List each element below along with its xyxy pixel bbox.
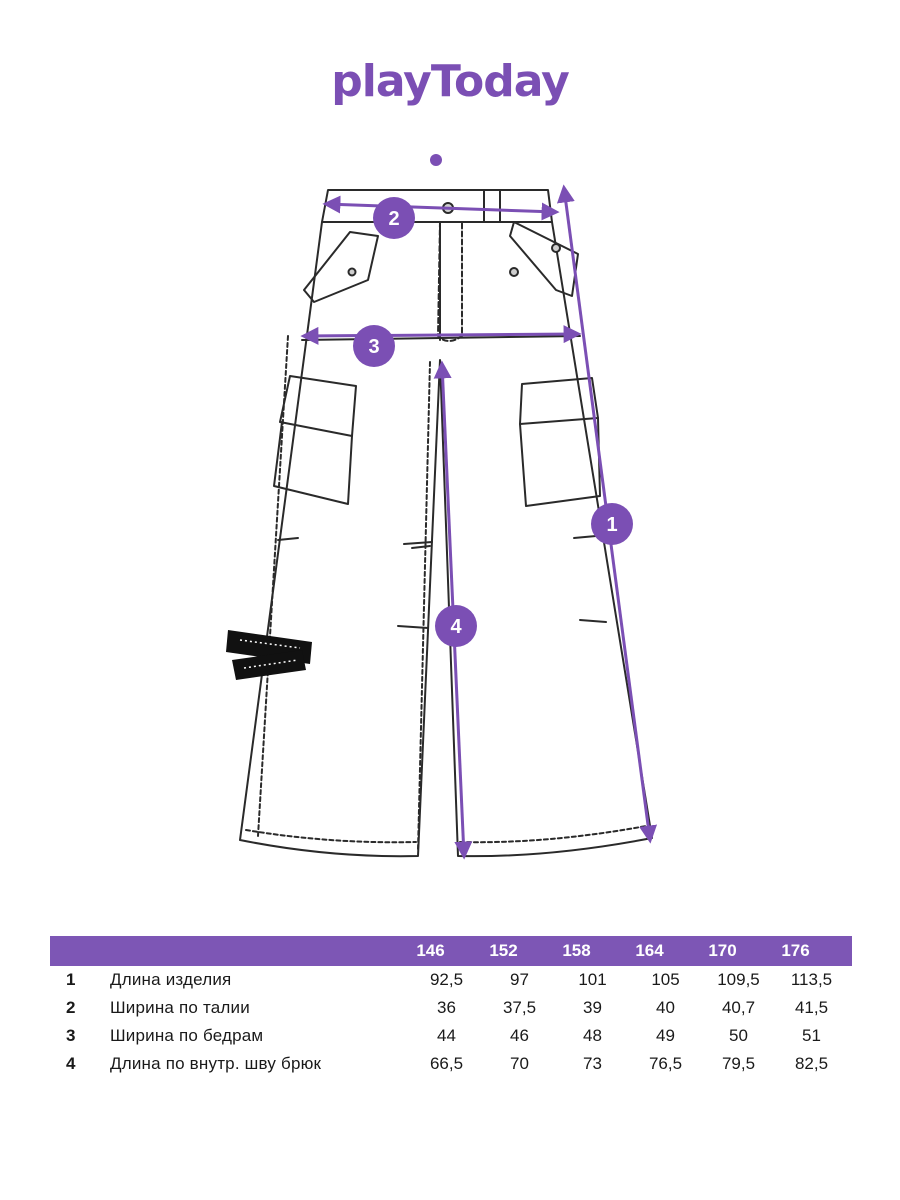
row-value: 66,5 [429, 1054, 464, 1073]
row-value: 79,5 [721, 1054, 756, 1073]
row-value: 41,5 [794, 998, 829, 1017]
table-row: 3 Ширина по бедрам 44 46 48 49 50 51 [50, 1022, 852, 1050]
row-value: 36 [437, 998, 456, 1017]
pants-outline [239, 189, 653, 858]
row-value: 39 [583, 998, 602, 1017]
row-value: 37,5 [502, 998, 537, 1017]
row-value: 97 [510, 970, 529, 989]
row-value: 82,5 [794, 1054, 829, 1073]
brand-logo-dot [430, 154, 442, 166]
row-value: 105 [651, 970, 680, 989]
row-value: 70 [510, 1054, 529, 1073]
row-value: 113,5 [790, 970, 833, 989]
row-value: 76,5 [648, 1054, 683, 1073]
row-name: Длина по внутр. шву брюк [110, 1054, 322, 1073]
measurement-markers: 1 2 3 4 [353, 197, 633, 647]
row-number: 4 [66, 1054, 76, 1073]
size-table: 146 152 158 164 170 176 1 Длина изделия … [50, 936, 852, 1078]
row-value: 49 [656, 1026, 675, 1045]
marker-4-label: 4 [450, 616, 462, 638]
row-value: 46 [510, 1026, 529, 1045]
marker-2: 2 [373, 197, 415, 239]
row-value: 73 [583, 1054, 602, 1073]
row-value: 40 [656, 998, 675, 1017]
patch-graphic [226, 630, 312, 680]
marker-2-label: 2 [388, 208, 399, 230]
marker-1-label: 1 [606, 514, 617, 536]
size-table-header: 146 152 158 164 170 176 [50, 936, 852, 966]
marker-4: 4 [435, 605, 477, 647]
marker-3: 3 [353, 325, 395, 367]
size-header: 146 [416, 941, 445, 960]
brand-logo-text: playToday [331, 56, 570, 107]
row-value: 92,5 [429, 970, 464, 989]
row-value: 50 [729, 1026, 748, 1045]
row-value: 101 [578, 970, 607, 989]
table-row: 1 Длина изделия 92,5 97 101 105 109,5 11… [50, 966, 852, 994]
table-row: 4 Длина по внутр. шву брюк 66,5 70 73 76… [50, 1050, 852, 1078]
size-header: 158 [562, 941, 591, 960]
row-name: Ширина по талии [110, 998, 250, 1017]
brand-logo: playToday [330, 52, 570, 166]
table-row: 2 Ширина по талии 36 37,5 39 40 40,7 41,… [50, 994, 852, 1022]
size-header: 152 [489, 941, 518, 960]
row-number: 3 [66, 1026, 76, 1045]
row-number: 1 [66, 970, 76, 989]
row-value: 109,5 [717, 970, 760, 989]
pants-sketch: 1 2 3 4 [226, 184, 658, 860]
marker-3-label: 3 [368, 336, 379, 358]
measure-line-2 [322, 195, 560, 221]
row-value: 44 [437, 1026, 456, 1045]
size-header: 164 [635, 941, 664, 960]
size-header: 176 [781, 941, 810, 960]
marker-1: 1 [591, 503, 633, 545]
row-value: 40,7 [721, 998, 756, 1017]
measure-line-3 [300, 325, 582, 345]
row-name: Длина изделия [110, 970, 232, 989]
row-value: 51 [802, 1026, 821, 1045]
size-header: 170 [708, 941, 737, 960]
row-name: Ширина по бедрам [110, 1026, 264, 1045]
row-value: 48 [583, 1026, 602, 1045]
row-number: 2 [66, 998, 76, 1017]
